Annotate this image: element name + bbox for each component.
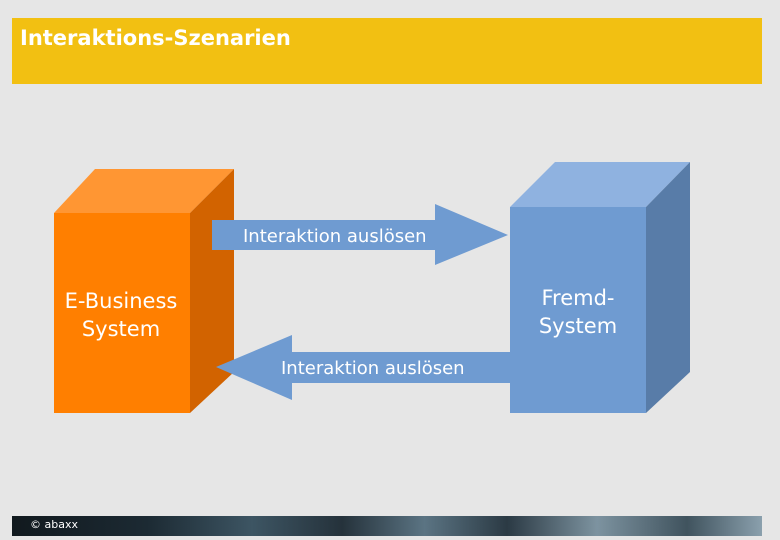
e-business-system-label-line1: E-Business — [65, 289, 178, 313]
page-title: Interaktions-Szenarien — [20, 26, 291, 50]
e-business-system-label-line2: System — [82, 317, 160, 341]
arrow-left-shape — [216, 335, 510, 400]
fremd-system-label-line1: Fremd- — [541, 286, 614, 310]
fremd-system-box-front — [510, 207, 646, 413]
arrow-right-label: Interaktion auslösen — [243, 226, 427, 247]
copyright-text: © abaxx — [30, 518, 78, 531]
footer-bar: © abaxx — [12, 516, 762, 536]
arrow-left-label: Interaktion auslösen — [281, 358, 465, 379]
e-business-system-box-front — [54, 213, 190, 413]
title-bar: Interaktions-Szenarien — [12, 18, 762, 84]
arrow-right-shape — [212, 204, 508, 265]
e-business-system-box-top — [54, 169, 234, 213]
fremd-system-box-top — [510, 162, 690, 207]
fremd-system-label-line2: System — [539, 314, 617, 338]
fremd-system-box — [510, 162, 690, 413]
fremd-system-box-side — [646, 162, 690, 413]
